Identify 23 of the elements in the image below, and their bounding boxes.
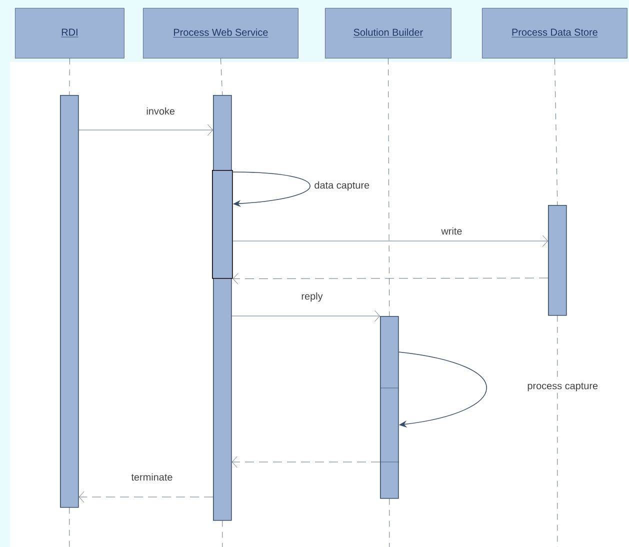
self-message-arrow	[232, 172, 310, 208]
participant-box: Process Data Store	[482, 8, 628, 58]
message-arrow	[232, 235, 548, 247]
lifeline	[69, 58, 70, 96]
return-arrow	[232, 456, 380, 468]
edge-label: reply	[300, 291, 324, 303]
participant-box: Process Web Service	[143, 8, 298, 58]
lifeline	[554, 58, 558, 206]
return-arrow	[78, 491, 214, 503]
edge-label: data capture	[313, 180, 371, 192]
participant-box: RDI	[15, 8, 124, 58]
participant-box: Solution Builder	[325, 8, 452, 58]
lifeline	[220, 58, 223, 96]
self-message-arrow	[398, 352, 487, 428]
message-arrow	[78, 124, 213, 136]
edge-label: process capture	[526, 382, 600, 392]
message-arrow	[232, 310, 380, 322]
activation-bar	[380, 316, 399, 499]
return-arrow	[232, 273, 548, 284]
activation-bar	[212, 170, 233, 279]
lifeline	[388, 58, 390, 316]
activation-bar	[548, 205, 567, 316]
activation-bar	[60, 95, 79, 508]
